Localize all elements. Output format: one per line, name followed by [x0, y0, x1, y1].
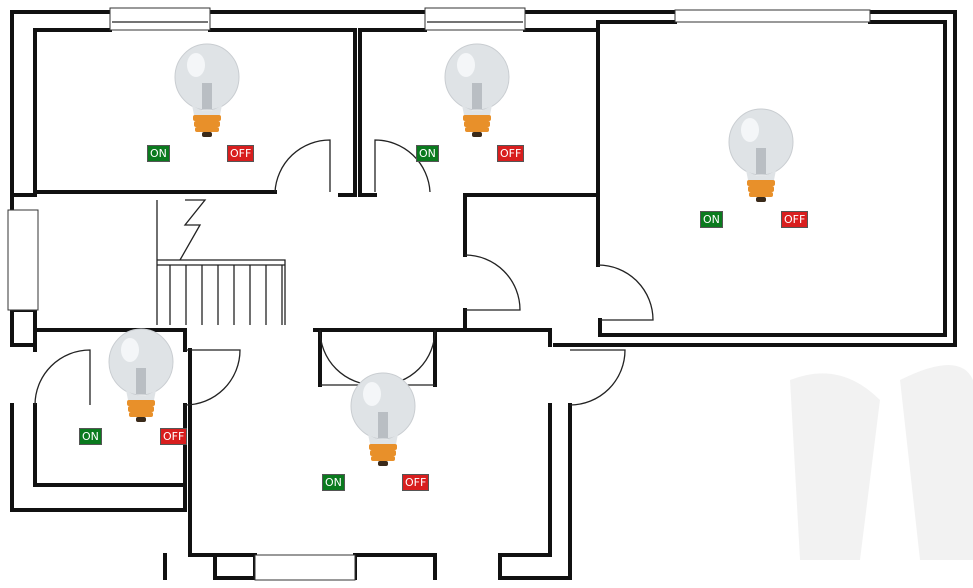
light-bulb-icon	[726, 108, 796, 212]
off-button-small-left[interactable]: OFF	[160, 428, 188, 445]
light-bulb-icon	[442, 43, 512, 147]
on-button-small-left[interactable]: ON	[79, 428, 102, 445]
off-button-bottom[interactable]: OFF	[402, 474, 430, 491]
light-bulb-icon	[348, 372, 418, 476]
on-button-right[interactable]: ON	[700, 211, 723, 228]
off-button-top-mid[interactable]: OFF	[497, 145, 525, 162]
on-button-bottom[interactable]: ON	[322, 474, 345, 491]
background-marks	[790, 365, 973, 560]
off-button-right[interactable]: OFF	[781, 211, 809, 228]
light-bulb-icon	[106, 328, 176, 432]
light-bulb-icon	[172, 43, 242, 147]
off-button-top-left[interactable]: OFF	[227, 145, 255, 162]
walls	[10, 10, 957, 580]
staircase	[156, 199, 286, 325]
on-button-top-mid[interactable]: ON	[416, 145, 439, 162]
windows	[7, 7, 871, 581]
on-button-top-left[interactable]: ON	[147, 145, 170, 162]
